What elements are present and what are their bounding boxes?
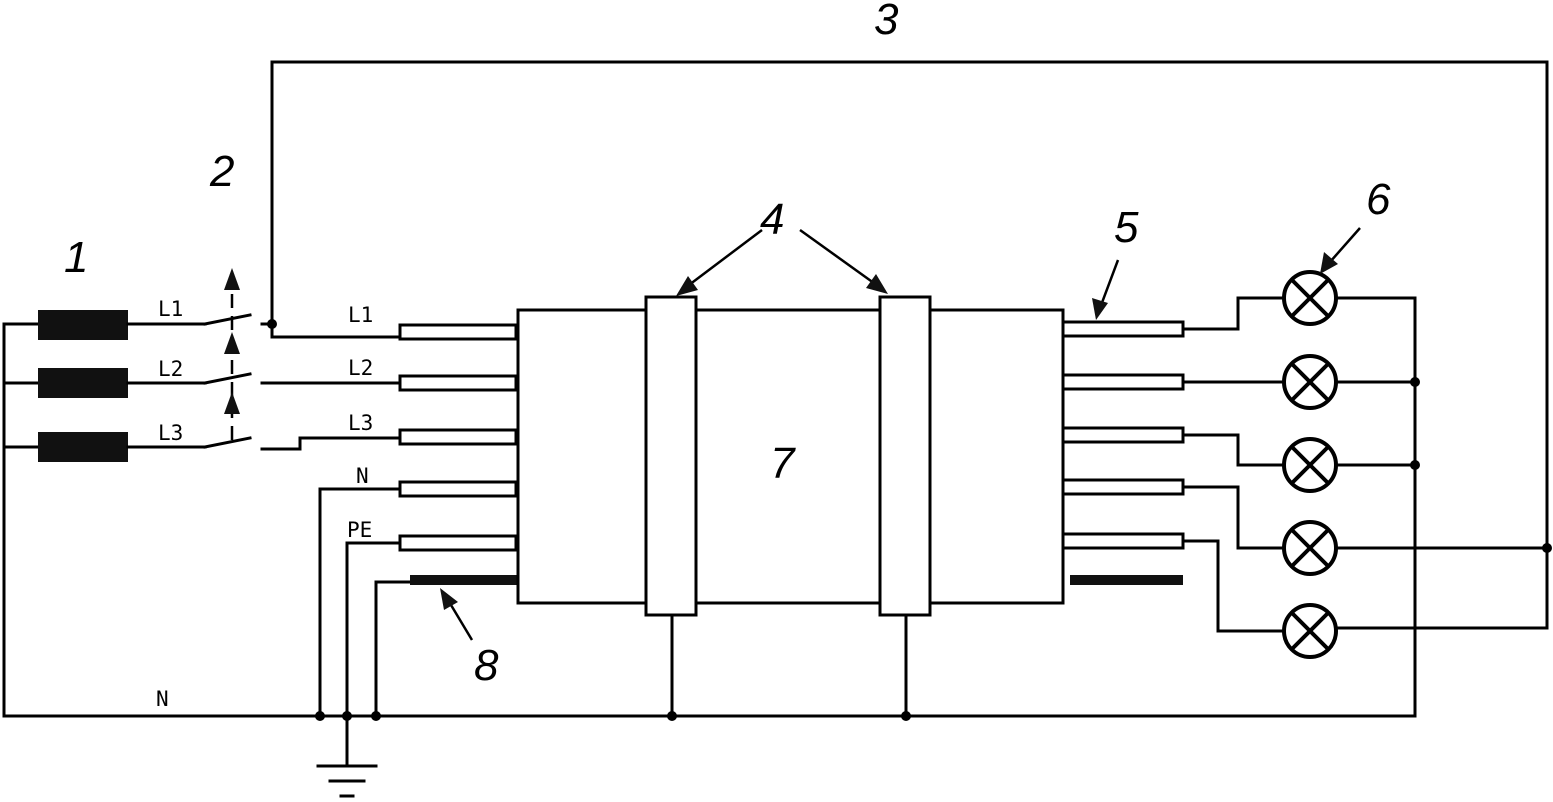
output-wires — [1181, 296, 1552, 633]
lamp-icon — [1282, 603, 1338, 659]
switch-blade-l3 — [203, 436, 252, 449]
callout-3: 3 — [874, 0, 899, 44]
lamp-icon — [1282, 437, 1338, 493]
callout-8: 8 — [474, 641, 499, 690]
shield-conductor-input — [410, 575, 518, 585]
label-l1-left: L1 — [158, 297, 183, 321]
callout-5: 5 — [1114, 203, 1139, 252]
actuator-arrow-up-icon — [224, 268, 240, 290]
arrowhead-icon — [1320, 252, 1338, 274]
main-block — [516, 308, 1065, 605]
label-l2-right: L2 — [348, 356, 373, 380]
callout-1: 1 — [64, 233, 88, 282]
callout-arrows — [440, 227, 1361, 641]
arrowhead-icon — [440, 588, 458, 610]
label-l2-left: L2 — [158, 357, 183, 381]
callout-2: 2 — [209, 147, 234, 196]
out-sleeve-1 — [1061, 320, 1185, 338]
sleeve-l3 — [398, 428, 518, 446]
arrowhead-icon — [676, 276, 698, 296]
switch-blade-l2 — [203, 372, 252, 385]
out-sleeve-2 — [1061, 373, 1185, 391]
arrowhead-icon — [1092, 298, 1108, 320]
sleeve-l2 — [398, 374, 518, 392]
label-pe-conductor: PE — [347, 518, 372, 542]
out-sleeve-3 — [1061, 426, 1185, 444]
top-loop-wire — [270, 60, 1549, 630]
sleeve-pe — [398, 534, 518, 552]
label-l1-right: L1 — [348, 303, 373, 327]
label-n-conductor: N — [356, 464, 369, 488]
callout-7: 7 — [770, 439, 796, 488]
input-sleeves — [398, 323, 518, 585]
lamp-icon — [1282, 520, 1338, 576]
left-rail — [2, 296, 1417, 718]
out-sleeve-5 — [1061, 532, 1185, 550]
switch-blade-l1 — [203, 313, 252, 326]
lamp-icon — [1282, 354, 1338, 410]
actuator-arrow-up-icon — [224, 332, 240, 354]
output-sleeves — [1061, 320, 1185, 585]
clamp-left — [644, 295, 698, 617]
input-wires — [270, 322, 412, 767]
switch-group — [203, 268, 402, 451]
supply-group — [2, 296, 1417, 718]
phase-source-l2 — [38, 368, 128, 398]
lamp-icon — [1282, 270, 1338, 326]
arrowhead-icon — [866, 274, 888, 294]
label-l3-left: L3 — [158, 421, 183, 445]
label-l3-right: L3 — [348, 411, 373, 435]
label-n-bottom: N — [156, 687, 169, 711]
ground-icon — [316, 764, 378, 798]
out-sleeve-4 — [1061, 478, 1185, 496]
sleeve-l1 — [398, 323, 518, 341]
clamp-right — [878, 295, 932, 617]
sleeve-n — [398, 480, 518, 498]
actuator-arrow-up-icon — [224, 392, 240, 414]
callout-6: 6 — [1366, 175, 1391, 224]
callout-4: 4 — [760, 195, 784, 244]
phase-source-l1 — [38, 310, 128, 340]
phase-source-l3 — [38, 432, 128, 462]
shield-conductor-output — [1070, 575, 1183, 585]
